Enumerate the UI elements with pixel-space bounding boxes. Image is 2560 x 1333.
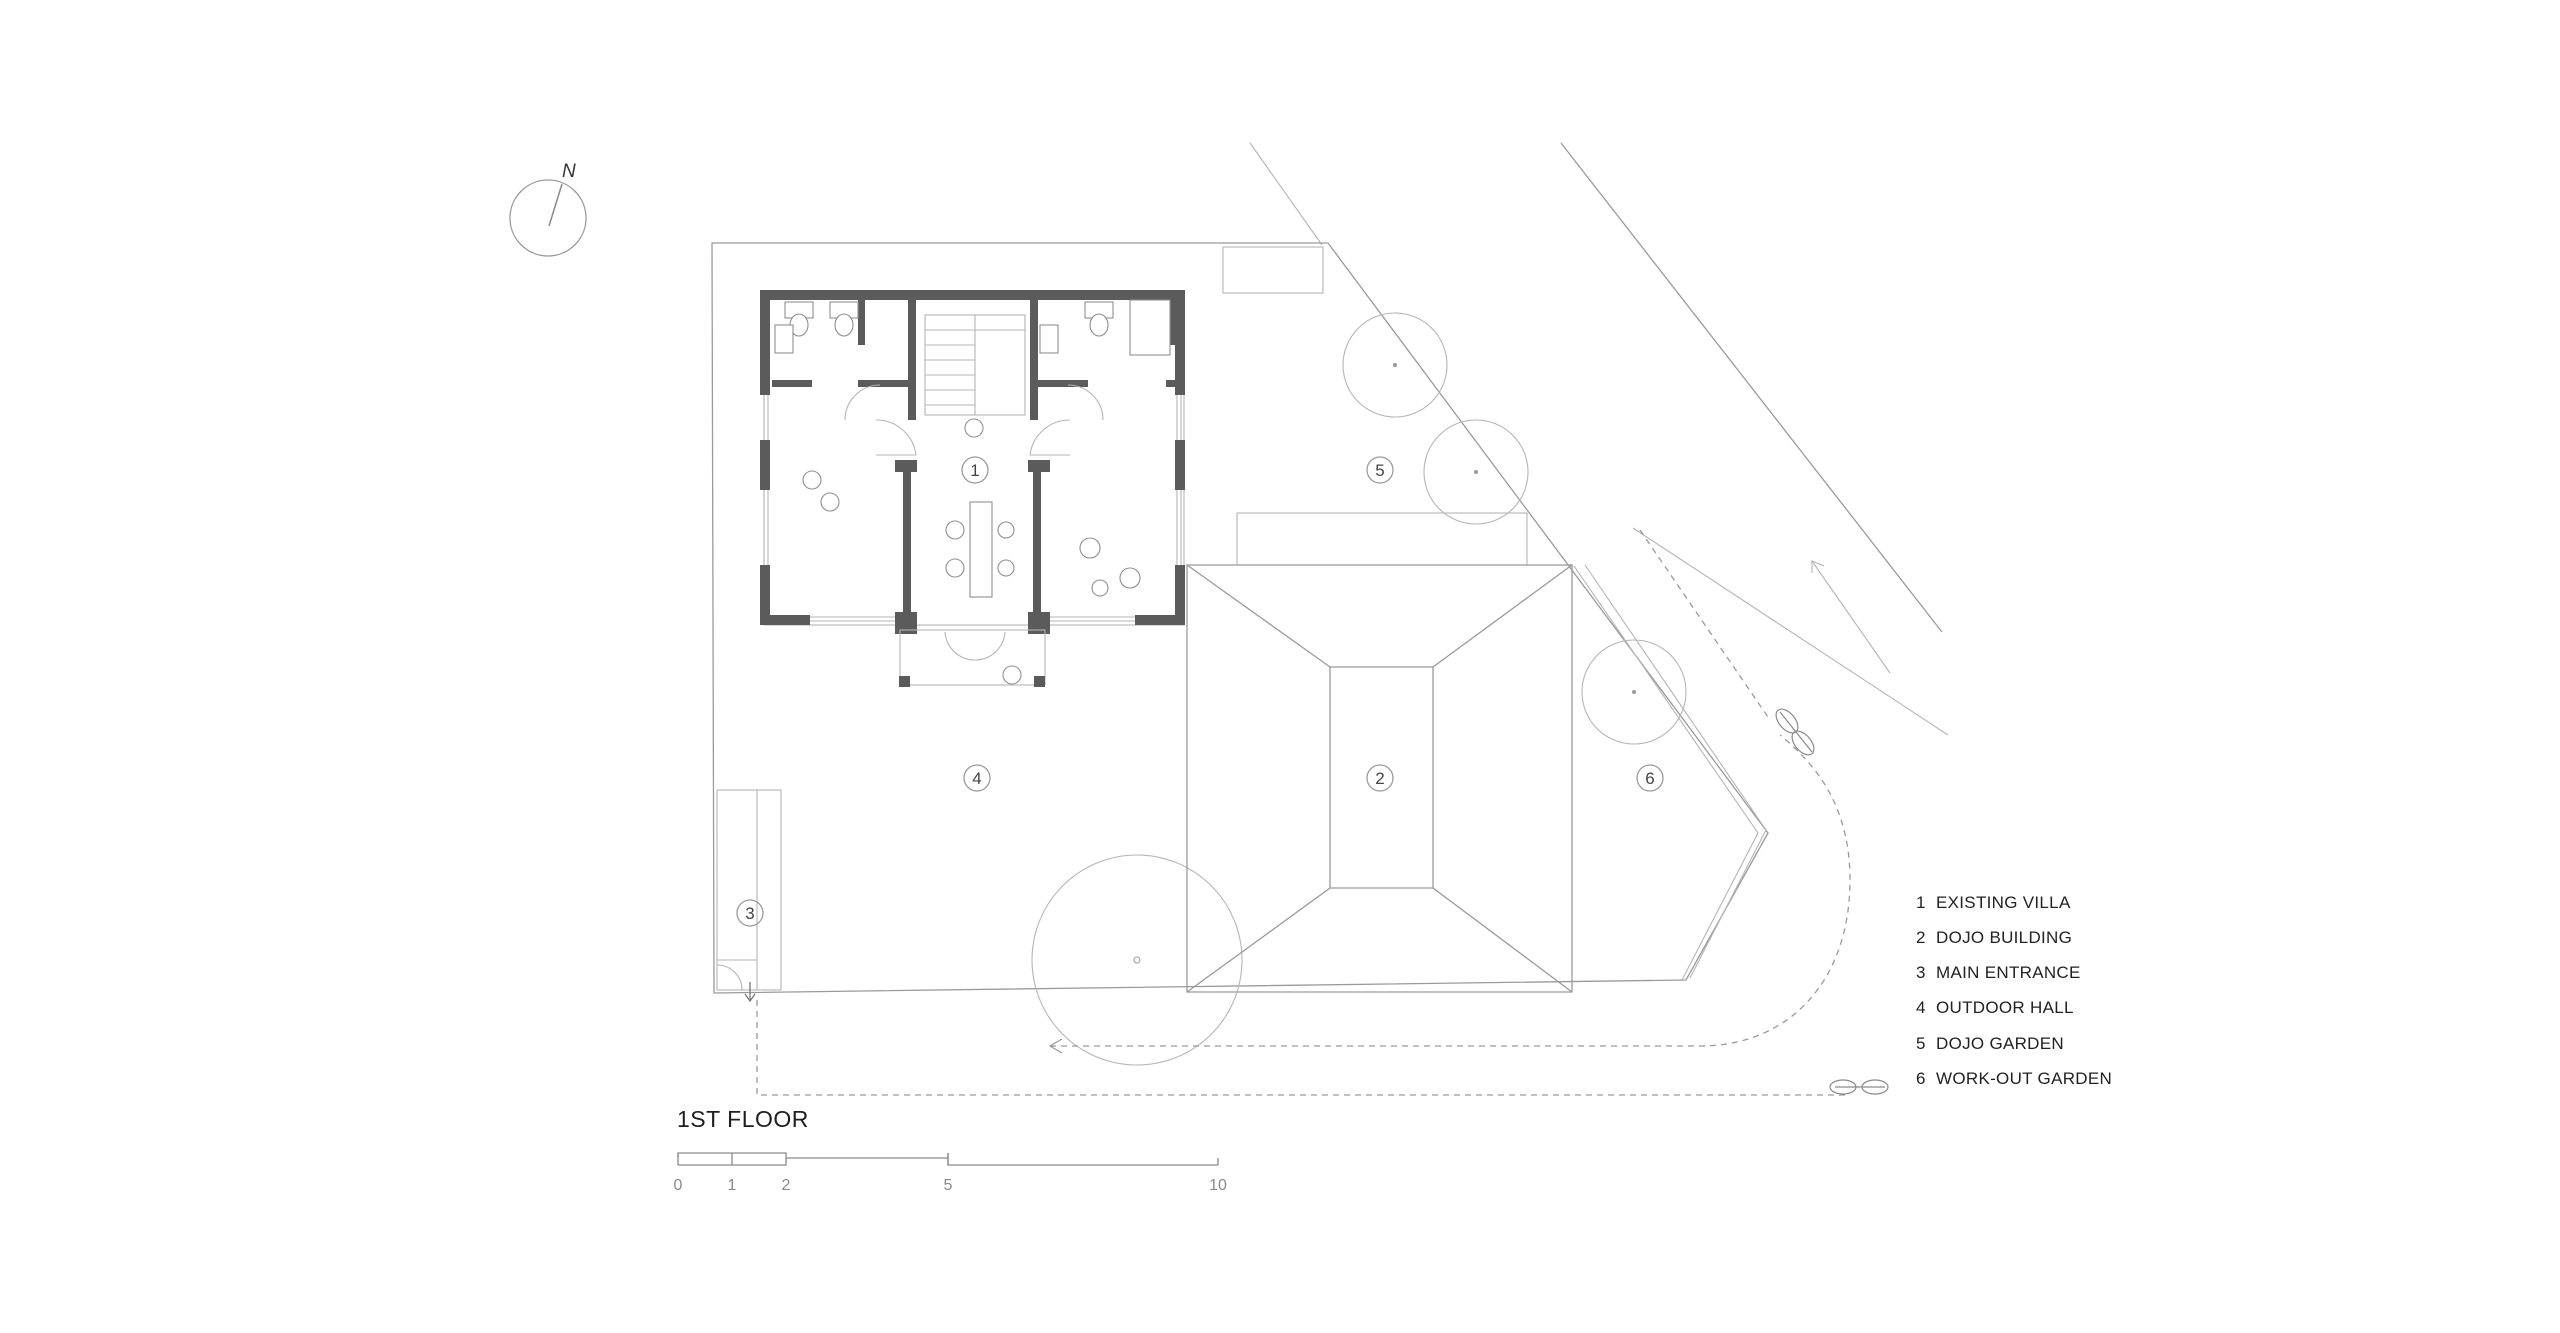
room-marker-6: 6	[1636, 764, 1664, 792]
svg-text:OUTDOOR HALL: OUTDOOR HALL	[1936, 998, 2074, 1017]
svg-text:3: 3	[745, 904, 754, 923]
legend-item: 2 DOJO BUILDING	[1916, 928, 2072, 947]
svg-text:EXISTING VILLA: EXISTING VILLA	[1936, 893, 2071, 912]
workout-garden-edge	[1573, 564, 1767, 981]
trees	[1031, 312, 1687, 1066]
scale-tick-label: 10	[1209, 1177, 1227, 1194]
svg-text:WORK-OUT GARDEN: WORK-OUT GARDEN	[1936, 1069, 2112, 1088]
legend-item: 3 MAIN ENTRANCE	[1916, 963, 2081, 982]
north-label: N	[562, 161, 576, 182]
scale-tick-label: 5	[944, 1177, 953, 1194]
svg-text:4: 4	[1916, 998, 1926, 1017]
access-path	[756, 529, 1851, 1096]
room-marker-2: 2	[1366, 764, 1394, 792]
svg-text:1: 1	[970, 461, 979, 480]
svg-text:2: 2	[1375, 769, 1384, 788]
svg-text:4: 4	[972, 769, 981, 788]
legend-item: 4 OUTDOOR HALL	[1916, 998, 2074, 1017]
svg-text:2: 2	[1916, 928, 1926, 947]
existing-villa	[760, 290, 1185, 687]
scale-bar: 0 1 2 5 10	[674, 1152, 1227, 1194]
svg-text:6: 6	[1645, 769, 1654, 788]
scale-tick-label: 1	[728, 1177, 737, 1194]
legend-item: 5 DOJO GARDEN	[1916, 1034, 2064, 1053]
room-markers: 1 2 3 4 5 6	[736, 456, 1664, 927]
svg-text:3: 3	[1916, 963, 1926, 982]
svg-text:MAIN ENTRANCE: MAIN ENTRANCE	[1936, 963, 2081, 982]
room-marker-3: 3	[736, 899, 764, 927]
dojo-building	[1186, 564, 1573, 993]
legend-item: 6 WORK-OUT GARDEN	[1916, 1069, 2112, 1088]
floor-title: 1ST FLOOR	[677, 1106, 809, 1132]
room-marker-5: 5	[1366, 456, 1394, 484]
north-arrow: N	[509, 161, 587, 257]
svg-text:DOJO GARDEN: DOJO GARDEN	[1936, 1034, 2064, 1053]
scale-tick-label: 0	[674, 1177, 683, 1194]
entrance-structure	[716, 789, 782, 1003]
bicycle-icon	[1775, 708, 1889, 1095]
room-marker-1: 1	[961, 456, 989, 484]
street-lines	[1249, 142, 1949, 736]
dojo-annex	[1236, 512, 1528, 566]
svg-text:5: 5	[1916, 1034, 1926, 1053]
scale-tick-label: 2	[782, 1177, 791, 1194]
svg-text:6: 6	[1916, 1069, 1926, 1088]
room-marker-4: 4	[963, 764, 991, 792]
garden-gate	[1222, 246, 1324, 294]
svg-text:5: 5	[1375, 461, 1384, 480]
svg-text:1: 1	[1916, 893, 1926, 912]
svg-text:DOJO BUILDING: DOJO BUILDING	[1936, 928, 2072, 947]
legend: 1 EXISTING VILLA 2 DOJO BUILDING 3 MAIN …	[1916, 893, 2112, 1088]
legend-item: 1 EXISTING VILLA	[1916, 893, 2071, 912]
